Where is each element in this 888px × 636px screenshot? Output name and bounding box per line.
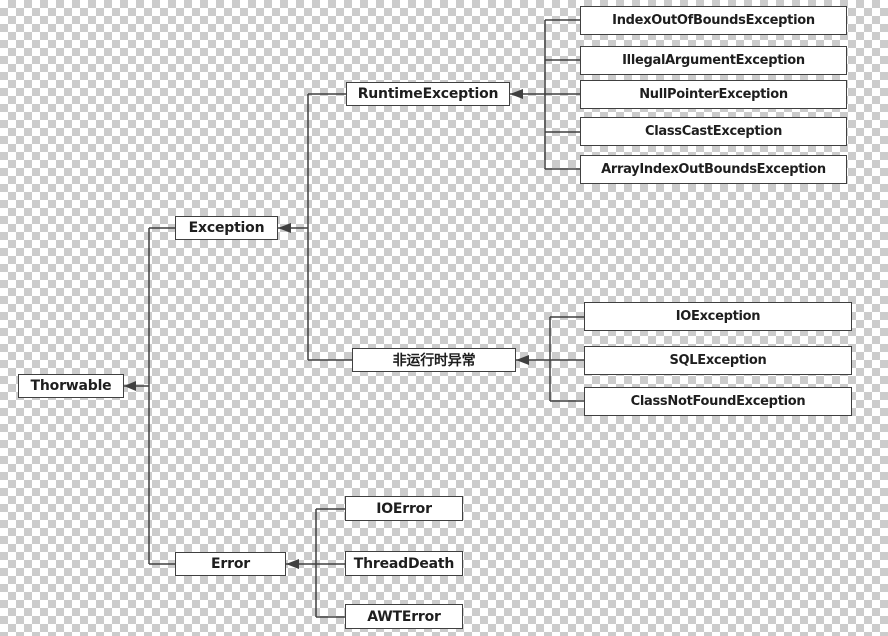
- node-illegal-argument-exception: IllegalArgumentException: [580, 46, 847, 75]
- node-exception: Exception: [175, 216, 278, 240]
- node-io-exception: IOException: [584, 302, 852, 331]
- connector-runtime-children: [510, 19, 580, 170]
- arrow-to-thorwable: [124, 381, 136, 391]
- node-index-out-of-bounds-exception: IndexOutOfBoundsException: [580, 6, 847, 35]
- node-error: Error: [175, 552, 286, 576]
- connector-error-children: [286, 508, 345, 618]
- node-thorwable: Thorwable: [18, 374, 124, 398]
- node-runtime-exception: RuntimeException: [346, 82, 510, 106]
- connector-non-runtime-children: [516, 316, 584, 402]
- connector-exception-children: [278, 93, 352, 361]
- node-sql-exception: SQLException: [584, 346, 852, 375]
- node-non-runtime-exception: 非运行时异常: [352, 348, 516, 372]
- arrow-to-exception: [278, 223, 291, 233]
- connector-thorwable-children: [124, 227, 175, 565]
- node-class-not-found-exception: ClassNotFoundException: [584, 387, 852, 416]
- node-class-cast-exception: ClassCastException: [580, 117, 847, 146]
- arrow-to-non-runtime-exception: [516, 355, 529, 365]
- node-awt-error: AWTError: [345, 604, 463, 629]
- node-thread-death: ThreadDeath: [345, 551, 463, 576]
- node-io-error: IOError: [345, 496, 463, 521]
- arrow-to-error: [286, 559, 299, 569]
- arrow-to-runtime-exception: [510, 89, 523, 99]
- node-array-index-out-bounds-exception: ArrayIndexOutBoundsException: [580, 155, 847, 184]
- node-null-pointer-exception: NullPointerException: [580, 80, 847, 109]
